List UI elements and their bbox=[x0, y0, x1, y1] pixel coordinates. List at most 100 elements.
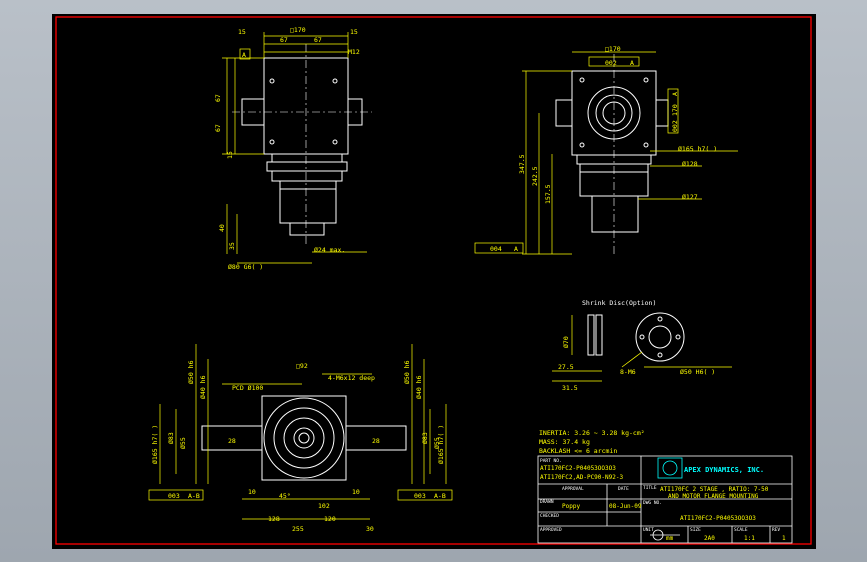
dim-40: 40 bbox=[218, 224, 226, 232]
dim-10: 10 bbox=[352, 488, 360, 496]
bottom-dims bbox=[148, 344, 453, 520]
bolt-hole bbox=[639, 334, 645, 340]
shrink-title: Shrink Disc(Option) bbox=[582, 299, 656, 307]
shrink-labels: Shrink Disc(Option) Ø70 27.5 31.5 8-M6 Ø… bbox=[558, 299, 715, 392]
company-logo-icon bbox=[662, 460, 678, 476]
dim-165-left: Ø165 h7( ) bbox=[151, 425, 159, 464]
company-name: APEX DYNAMICS, INC. bbox=[684, 466, 764, 474]
size: 2A0 bbox=[704, 535, 715, 542]
tolerance-frame bbox=[148, 489, 204, 501]
front-labels: □170 15 15 67 67 67 67 15 M12 A 40 35 Ø8… bbox=[214, 26, 360, 271]
cad-drawing[interactable]: □170 15 15 67 67 67 67 15 M12 A 40 35 Ø8… bbox=[52, 14, 816, 549]
disc-outer bbox=[635, 312, 685, 362]
disc-inner bbox=[648, 325, 672, 349]
dim-255: 255 bbox=[292, 525, 304, 533]
bottom-flange bbox=[263, 397, 345, 479]
bolt-hole bbox=[579, 77, 585, 83]
specs: INERTIA: 3.26 ~ 3.28 kg-cm² MASS: 37.4 k… bbox=[539, 429, 645, 455]
bottom-labels: PCD Ø100 □92 4-M6x12 deep Ø50 h6 Ø40 h6 … bbox=[151, 360, 446, 533]
dim-67: 67 bbox=[214, 94, 222, 102]
lbl-approval: APPROVAL bbox=[562, 486, 584, 492]
tol-002v: 002 bbox=[671, 120, 679, 132]
title-block bbox=[537, 455, 793, 544]
company-logo-box bbox=[657, 457, 683, 479]
lbl-part-no: PART NO. bbox=[540, 458, 562, 464]
side-dims bbox=[474, 51, 738, 255]
scale: 1:1 bbox=[744, 535, 755, 542]
front-dims bbox=[222, 32, 367, 264]
lbl-title: TITLE bbox=[643, 485, 657, 491]
bolt-hole bbox=[657, 352, 663, 358]
lbl-drawn: DRAWN bbox=[540, 499, 554, 505]
sq92: □92 bbox=[296, 362, 308, 370]
dim-40-right: Ø40 h6 bbox=[415, 375, 423, 399]
dim-15: 15 bbox=[238, 28, 246, 36]
bolt-hole bbox=[579, 142, 585, 148]
thread-m6-deep: 4-M6x12 deep bbox=[328, 374, 375, 382]
dim-50-right: Ø50 h6 bbox=[403, 360, 411, 384]
bolt-hole bbox=[643, 77, 649, 83]
front-flange-4 bbox=[279, 180, 337, 190]
lbl-date: DATE bbox=[618, 486, 629, 492]
drawn-by: Poppy bbox=[562, 503, 580, 510]
dim-1575: 157.5 bbox=[544, 184, 552, 204]
dim-28: 28 bbox=[372, 437, 380, 445]
tol-004: 004 bbox=[490, 245, 502, 253]
pcd: PCD Ø100 bbox=[232, 384, 263, 392]
bottom-body bbox=[261, 395, 347, 481]
bottom-bore bbox=[283, 417, 325, 459]
front-view bbox=[232, 44, 372, 244]
lbl-approved: APPROVED bbox=[540, 527, 562, 533]
side-right-shaft bbox=[655, 99, 669, 127]
dim-170v: 170 bbox=[671, 104, 679, 116]
dim-30: 30 bbox=[366, 525, 374, 533]
dim-67: 67 bbox=[314, 36, 322, 44]
dim-67: 67 bbox=[214, 124, 222, 132]
dim-128: 128 bbox=[268, 515, 280, 523]
shaft-dim: Ø80 G6( ) bbox=[228, 263, 263, 271]
bolt-hole bbox=[643, 142, 649, 148]
unit: mm bbox=[666, 535, 674, 542]
datum-box bbox=[239, 48, 251, 60]
dim-55-left: Ø55 bbox=[179, 437, 187, 449]
disc-plate bbox=[587, 314, 595, 356]
tolerance-frame bbox=[667, 88, 679, 134]
drawing-border bbox=[55, 16, 812, 545]
bottom-left-shaft bbox=[201, 425, 263, 451]
spec-mass: MASS: 37.4 kg bbox=[539, 438, 590, 446]
drawing-canvas[interactable]: □170 15 15 67 67 67 67 15 M12 A 40 35 Ø8… bbox=[52, 14, 816, 549]
angle-45: 45° bbox=[279, 492, 291, 500]
spec-inertia: INERTIA: 3.26 ~ 3.28 kg-cm² bbox=[539, 429, 645, 437]
lbl-size: SIZE bbox=[690, 527, 701, 533]
bottom-center bbox=[298, 432, 310, 444]
dim-50: Ø50 H6( ) bbox=[680, 368, 715, 376]
side-labels: □170 002 A 170 002 A Ø165 h7( ) Ø128 Ø12… bbox=[490, 45, 717, 253]
tol-ref: A-B bbox=[188, 492, 200, 500]
dim-170: □170 bbox=[290, 26, 306, 34]
spec-backlash: BACKLASH <= 6 arcmin bbox=[539, 447, 617, 455]
front-flange-1 bbox=[271, 153, 343, 163]
bottom-right-shaft bbox=[345, 425, 407, 451]
part-no-2: ATI170FC2,AD-PC90-N92-3 bbox=[540, 474, 623, 481]
part-no-1: ATI170FC2-P04053OO3O3 bbox=[540, 465, 616, 472]
dim-120: 120 bbox=[324, 515, 336, 523]
dim-102: 102 bbox=[318, 502, 330, 510]
dim-50-left: Ø50 h6 bbox=[187, 360, 195, 384]
dim-128: Ø128 bbox=[682, 160, 698, 168]
front-flange-2 bbox=[266, 161, 348, 172]
side-left-shaft bbox=[555, 99, 573, 127]
thread-m6: 8-M6 bbox=[620, 368, 636, 376]
tolerance-frame bbox=[588, 56, 640, 67]
title-line-1: ATI170FC 2 STAGE , RATIO: 7-50 bbox=[660, 486, 769, 493]
front-output-shaft bbox=[289, 222, 325, 236]
thread-m12: M12 bbox=[348, 48, 360, 56]
bolt-hole bbox=[269, 78, 275, 84]
bolt-hole bbox=[657, 316, 663, 322]
dim-170: □170 bbox=[605, 45, 621, 53]
max-dim: Ø24 max. bbox=[314, 246, 345, 254]
tolerance-frame bbox=[397, 489, 453, 501]
tol-003: 003 bbox=[168, 492, 180, 500]
lbl-dwg: DWG NO. bbox=[643, 500, 662, 506]
dim-165-right: Ø165 h7( ) bbox=[437, 425, 445, 464]
datum-a: A bbox=[242, 51, 246, 59]
